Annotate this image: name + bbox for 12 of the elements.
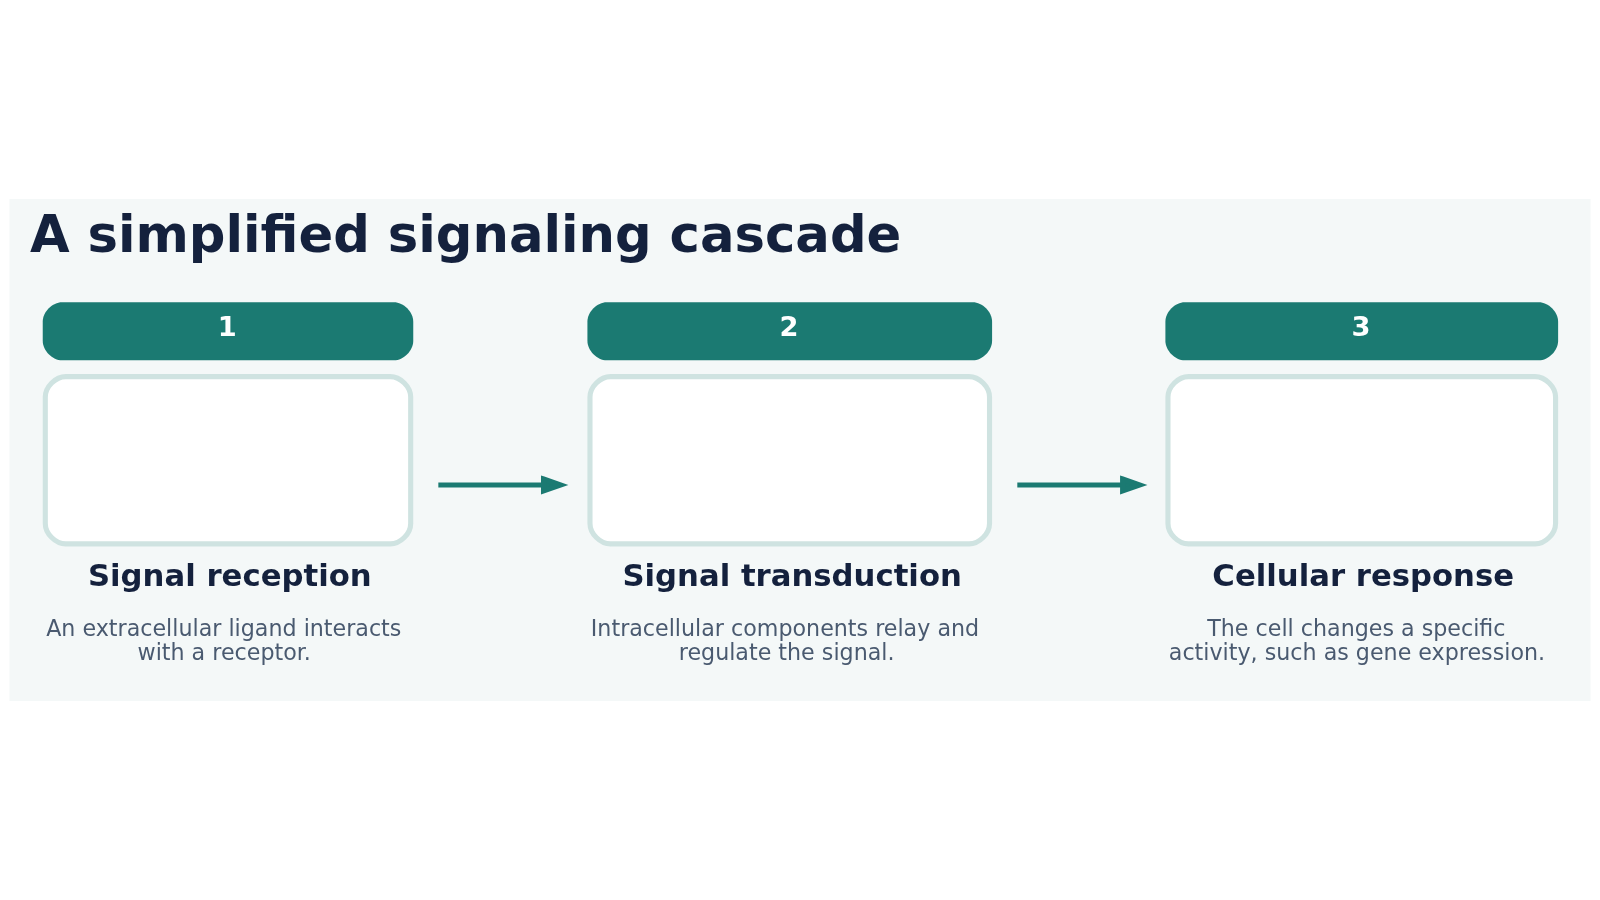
node-label: An extracellular ligand interacts with a receptor.	[46, 614, 402, 665]
node-label: 3	[1351, 311, 1371, 343]
diagram-title: A simplified signaling cascade	[29, 203, 902, 264]
node-label: Signal transduction	[622, 557, 962, 594]
arrow	[438, 475, 569, 495]
node-label: 2	[779, 311, 799, 343]
node-label: Cellular response	[1212, 557, 1515, 594]
node-label: Signal reception	[87, 557, 372, 594]
arrow	[1017, 475, 1148, 495]
node-label: The cell changes a specific activity, such as gene expression.	[1168, 614, 1546, 665]
node-label: Intracellular components relay and regulate the signal.	[590, 614, 980, 665]
node-label: 1	[217, 311, 237, 343]
